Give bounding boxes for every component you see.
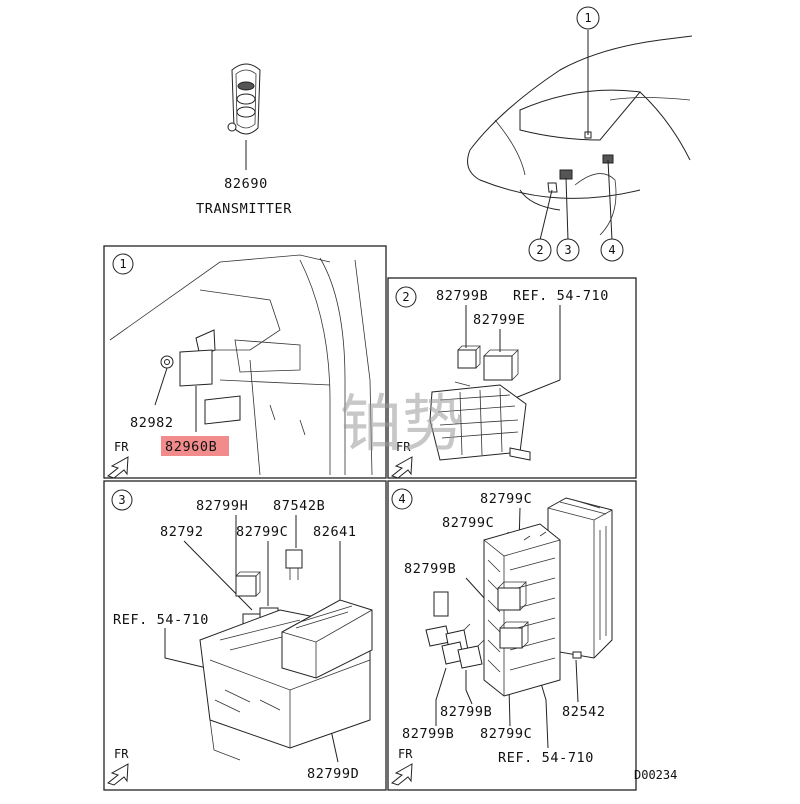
panel-4-fr-arrow: FR [390,747,413,786]
car-illustration [467,35,693,236]
diagram-code: D00234 [634,768,677,782]
panel-4-index: 4 [398,492,405,506]
car-callout-leaders [539,30,613,241]
label-82799B-bottom-left: 82799B [402,726,454,742]
callout-4-overview: 4 [600,238,624,262]
svg-text:3: 3 [564,243,571,257]
label-82799E: 82799E [473,312,525,328]
svg-text:FR: FR [114,747,129,761]
watermark: 铂势 [340,387,464,460]
label-82799C-second: 82799C [442,515,494,531]
label-82799B-bottom-mid: 82799B [440,704,492,720]
panel-4-junction-block [483,523,561,697]
svg-text:1: 1 [584,11,591,25]
transmitter-part-number: 82690 [224,176,268,192]
leader-82982 [154,367,168,406]
label-82982: 82982 [130,415,174,431]
panel-2-junction-block [429,381,531,461]
svg-text:FR: FR [114,440,129,454]
panel-3-fr-arrow: FR [106,747,129,786]
label-82960B: 82960B [165,439,217,455]
label-ref-54-710: REF. 54-710 [513,288,609,304]
panel-2: 2 82799B REF. 54-710 82799E FR [387,277,637,479]
callout-2-overview: 2 [528,238,552,262]
label-87542B: 87542B [273,498,325,514]
label-82792: 82792 [160,524,204,540]
label-ref-54-710: REF. 54-710 [498,750,594,766]
label-82799C: 82799C [236,524,288,540]
label-82799C-bottom: 82799C [480,726,532,742]
panel-4-ecu-module [547,497,613,659]
svg-text:4: 4 [608,243,615,257]
label-82641: 82641 [313,524,357,540]
transmitter-name: TRANSMITTER [196,201,292,217]
label-ref-54-710: REF. 54-710 [113,612,209,628]
panel-1: 1 82982 82960B FR [103,245,387,479]
panel-1-structure [109,254,373,476]
panel-1-fr-arrow: FR [106,440,129,479]
panel-3: 3 82799H 87542B 82792 82799C 82641 REF. … [103,480,387,791]
panel-2-relays [457,345,519,381]
svg-text:FR: FR [396,440,411,454]
panel-1-index: 1 [119,257,126,271]
label-82799C-top: 82799C [480,491,532,507]
panel-4: 4 82799C 82799C 82799B 82799B 82799B 827… [387,480,637,791]
highlight-82960B [161,436,229,456]
panel-3-index: 3 [118,493,125,507]
label-82799B: 82799B [436,288,488,304]
label-82799H: 82799H [196,498,248,514]
svg-text:FR: FR [398,747,413,761]
label-82799B-upper: 82799B [404,561,456,577]
transmitter-illustration [227,63,261,170]
label-82542: 82542 [562,704,606,720]
panel-2-index: 2 [402,290,409,304]
svg-text:2: 2 [536,243,543,257]
panel-3-fuse-block [199,599,373,761]
label-82799D: 82799D [307,766,359,782]
panel-4-relays [425,581,529,669]
callout-3-overview: 3 [556,238,580,262]
panel-2-fr-arrow: FR [390,440,413,479]
callout-1-overview: 1 [576,6,600,30]
